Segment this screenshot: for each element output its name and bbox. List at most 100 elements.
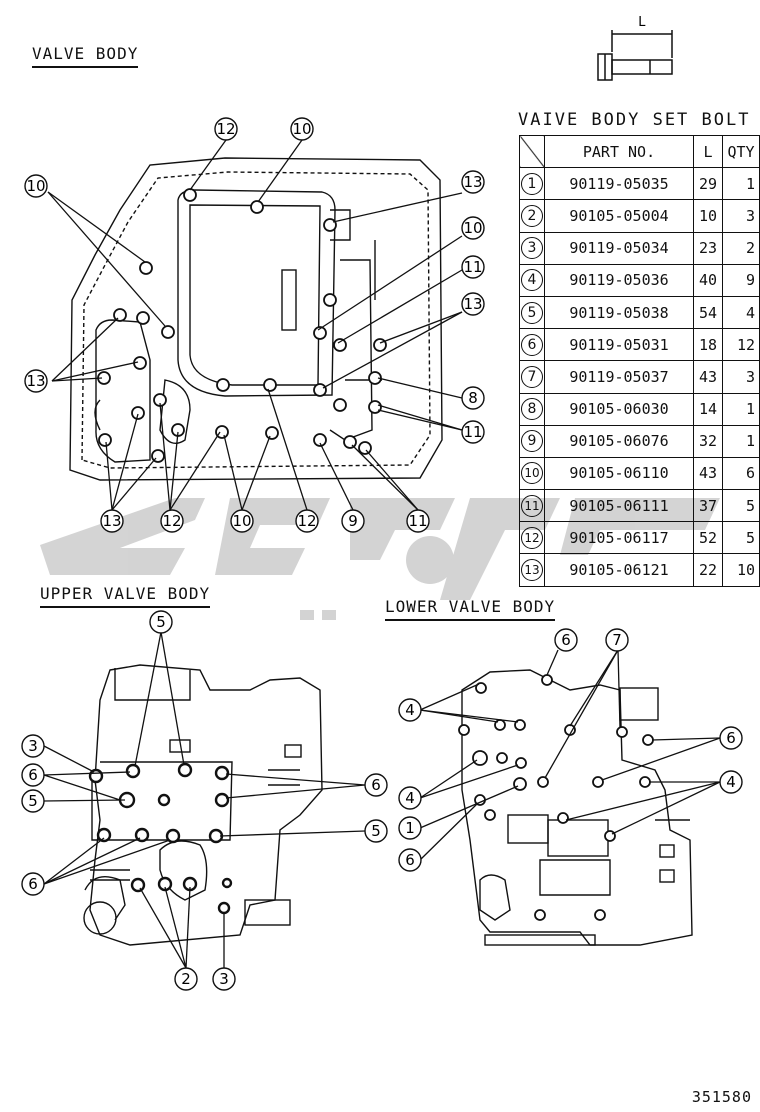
callout-8: 8 <box>461 386 485 410</box>
callout-10-top: 10 <box>290 117 314 141</box>
part-number: 90105-06121 <box>544 553 694 587</box>
row-number: 4 <box>519 263 545 297</box>
bolt-qty: 9 <box>722 263 760 297</box>
bolt-qty: 1 <box>722 392 760 426</box>
part-number: 90105-06030 <box>544 392 694 426</box>
callout-4-left: 4 <box>398 786 422 810</box>
svg-text:10: 10 <box>463 219 482 237</box>
upper-valve-body-bolts <box>88 762 233 915</box>
svg-text:11: 11 <box>463 423 482 441</box>
callout-4-left-top: 4 <box>398 698 422 722</box>
row-number-circle: 4 <box>521 269 543 292</box>
svg-text:5: 5 <box>156 613 166 631</box>
svg-text:6: 6 <box>726 729 736 747</box>
callout-3-left: 3 <box>21 734 45 758</box>
callout-7: 7 <box>605 628 629 652</box>
bolt-length: 14 <box>693 392 723 426</box>
row-number: 3 <box>519 231 545 265</box>
callout-2: 2 <box>174 967 198 991</box>
row-number: 10 <box>519 456 545 491</box>
part-number: 90119-05035 <box>544 167 694 201</box>
callout-4-right: 4 <box>719 770 743 794</box>
svg-text:1: 1 <box>405 819 415 837</box>
bolt-qty: 10 <box>722 553 760 587</box>
svg-text:6: 6 <box>371 776 381 794</box>
bolt-length: 23 <box>693 231 723 265</box>
bolt-qty: 4 <box>722 295 760 330</box>
svg-text:5: 5 <box>371 822 381 840</box>
bolt-length: 29 <box>693 167 723 201</box>
bolt-table-header-row: PART NO. L QTY <box>519 134 760 169</box>
part-number: 90105-06076 <box>544 424 694 458</box>
part-number: 90105-06117 <box>544 521 694 555</box>
row-number-circle: 8 <box>521 398 543 421</box>
svg-text:12: 12 <box>162 512 181 530</box>
row-number: 8 <box>519 392 545 426</box>
bolt-table-title: VAIVE BODY SET BOLT <box>518 110 751 130</box>
callout-10-left: 10 <box>24 174 48 198</box>
callout-11-right-top: 11 <box>461 255 485 279</box>
valve-body-leaders <box>47 139 463 511</box>
svg-text:6: 6 <box>28 875 38 893</box>
part-number: 90119-05031 <box>544 328 694 362</box>
header-l: L <box>693 134 723 169</box>
callout-11-right: 11 <box>461 420 485 444</box>
header-part-no: PART NO. <box>544 134 694 169</box>
row-number: 6 <box>519 328 545 362</box>
row-number: 11 <box>519 489 545 523</box>
svg-text:6: 6 <box>405 851 415 869</box>
bolt-qty: 1 <box>722 167 760 201</box>
row-number: 2 <box>519 199 545 233</box>
svg-text:6: 6 <box>28 766 38 784</box>
part-number: 90119-05037 <box>544 360 694 394</box>
callout-11-bottom: 11 <box>406 509 430 533</box>
bolt-qty: 3 <box>722 199 760 233</box>
svg-text:6: 6 <box>561 631 571 649</box>
row-number: 12 <box>519 521 545 555</box>
svg-text:5: 5 <box>28 792 38 810</box>
bolt-length: 43 <box>693 456 723 491</box>
bolt-length: 37 <box>693 489 723 523</box>
svg-text:12: 12 <box>216 120 235 138</box>
svg-text:11: 11 <box>463 258 482 276</box>
bolt-qty: 12 <box>722 328 760 362</box>
part-number: 90119-05036 <box>544 263 694 297</box>
valve-body-callouts: 12 10 10 13 10 11 13 13 8 11 13 12 10 12… <box>24 117 485 533</box>
bolt-length: 32 <box>693 424 723 458</box>
callout-6-bottom-left: 6 <box>21 872 45 896</box>
svg-text:13: 13 <box>463 295 482 313</box>
row-number-circle: 2 <box>521 204 543 227</box>
svg-text:4: 4 <box>405 701 415 719</box>
callout-13-left: 13 <box>24 369 48 393</box>
svg-text:9: 9 <box>348 512 358 530</box>
row-number-circle: 13 <box>521 559 543 582</box>
valve-body-label: VALVE BODY <box>32 44 139 68</box>
lower-valve-body-callouts: 6 7 4 6 4 1 6 4 <box>398 628 743 872</box>
row-number-circle: 5 <box>521 301 543 324</box>
upper-valve-body-callouts: 5 3 6 5 6 5 6 2 3 <box>21 610 388 991</box>
row-number-circle: 7 <box>521 365 543 388</box>
row-number-circle: 9 <box>521 430 543 453</box>
row-number: 1 <box>519 167 545 201</box>
lower-valve-body-drawing <box>461 669 693 946</box>
header-diagonal-cell <box>519 134 545 169</box>
bolt-qty: 6 <box>722 456 760 491</box>
svg-text:12: 12 <box>297 512 316 530</box>
row-number: 13 <box>519 553 545 587</box>
bolt-qty: 2 <box>722 231 760 265</box>
upper-valve-body-drawing <box>83 664 323 946</box>
part-number: 90119-05038 <box>544 295 694 330</box>
callout-1: 1 <box>398 816 422 840</box>
svg-text:3: 3 <box>219 970 229 988</box>
row-number-circle: 1 <box>521 172 543 195</box>
svg-text:3: 3 <box>28 737 38 755</box>
